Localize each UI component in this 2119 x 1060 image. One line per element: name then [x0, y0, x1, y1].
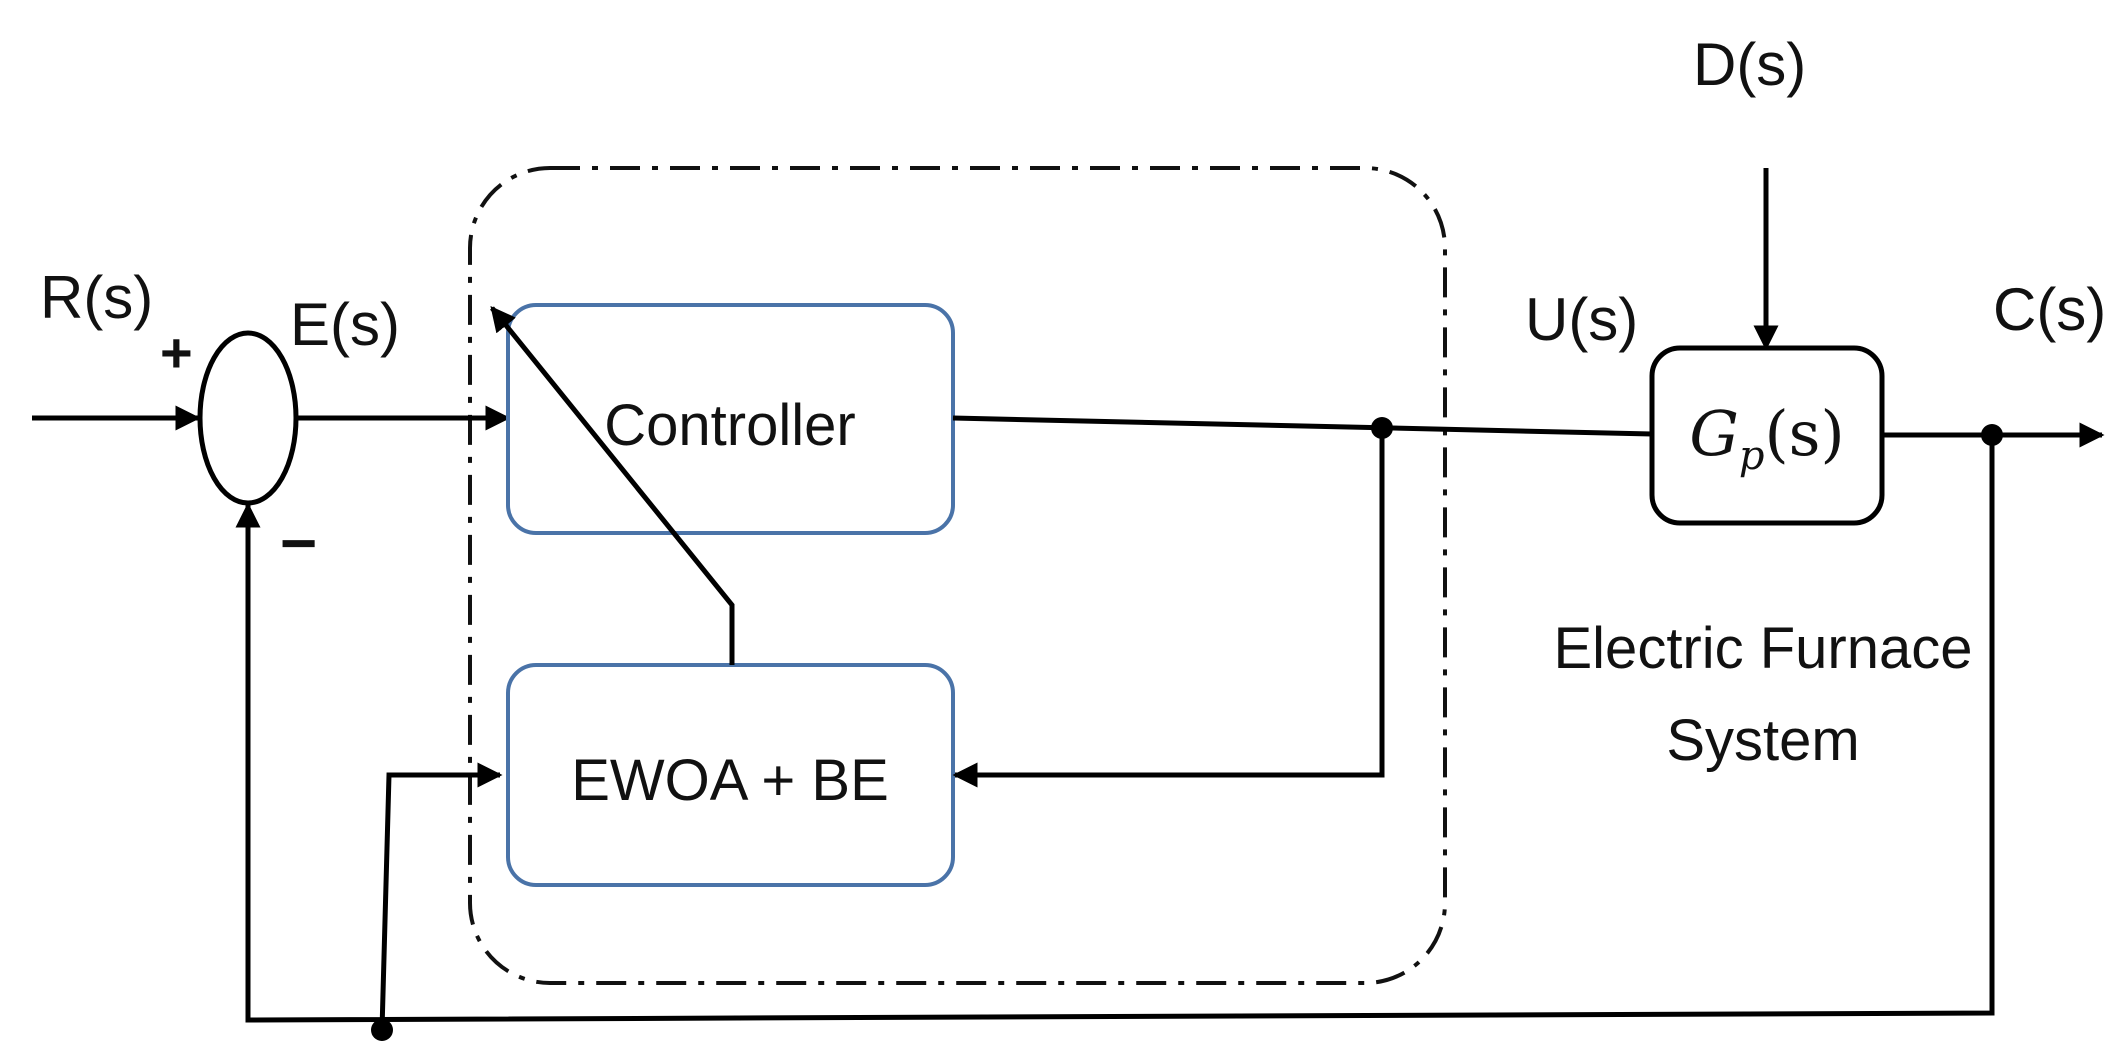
control-label: U(s) [1525, 286, 1638, 353]
output-feedback-arrow [235, 435, 1995, 1023]
summing-junction [197, 330, 299, 506]
control-feedback-arrow [952, 428, 1385, 788]
minus-sign: − [280, 507, 317, 579]
tuning-arrow [490, 306, 735, 665]
plant-caption-line2: System [1666, 708, 1859, 773]
control-signal-line [952, 415, 1653, 437]
plant-symbol: G [1689, 397, 1739, 470]
plant-caption-line1: Electric Furnace [1553, 616, 1972, 681]
plus-sign: + [160, 321, 193, 384]
optimizer-label: EWOA + BE [571, 748, 889, 813]
optimizer-feedback-arrow [379, 762, 503, 1031]
controller-label: Controller [604, 393, 855, 458]
output-label: C(s) [1993, 276, 2106, 343]
controller-group-boundary [468, 166, 1447, 985]
plant-subscript: p [1739, 433, 1765, 479]
error-label: E(s) [290, 291, 400, 358]
reference-label: R(s) [40, 264, 153, 331]
plant-argument: (s) [1764, 397, 1844, 470]
disturbance-label: D(s) [1693, 31, 1806, 98]
plant-transfer-function: Gp(s) [1689, 397, 1844, 479]
